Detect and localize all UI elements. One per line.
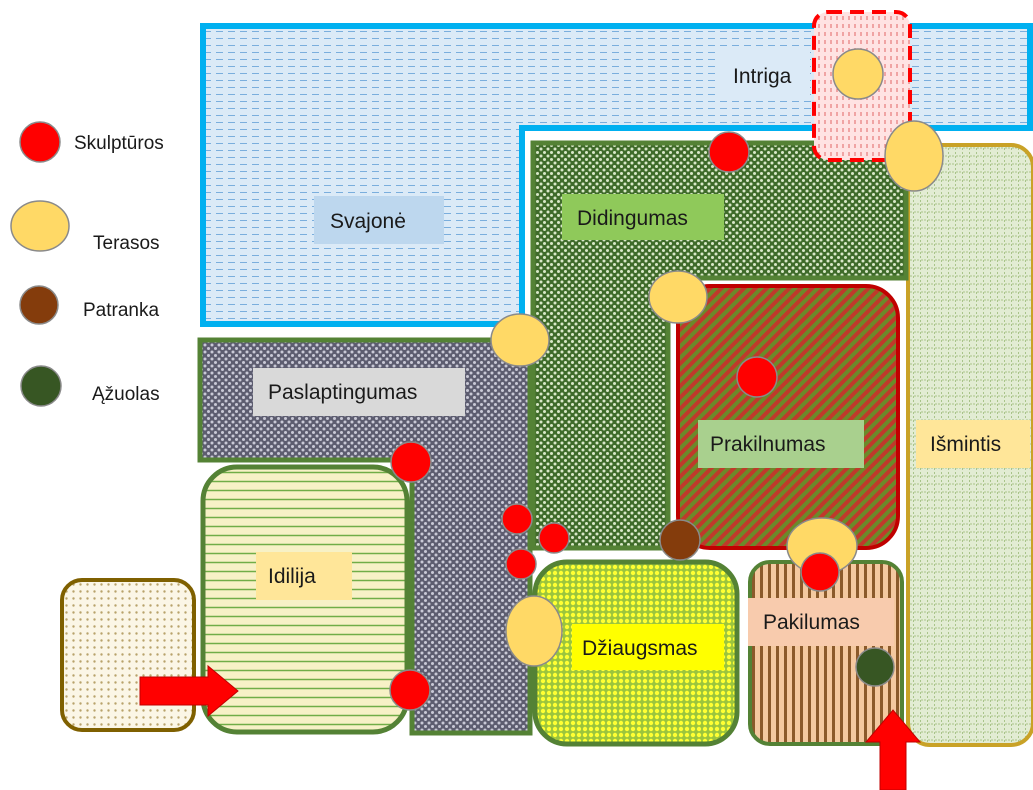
legend-terrace-icon [10,200,70,252]
sculpture-marker [736,356,778,398]
terrace-marker [505,595,563,667]
sculpture-marker [390,441,432,483]
label-ismintis-group: Išmintis [916,420,1030,468]
label-pakilumas-group: Pakilumas [748,598,894,646]
label-intriga: Intriga [733,65,792,88]
label-svajone-group: Svajonė [314,196,444,244]
terrace-marker [832,48,884,100]
label-intriga-group: Intriga [716,52,810,98]
sculpture-marker [800,552,840,592]
terrace-marker [490,313,550,367]
legend: Skulptūros Terasos Patranka Ąžuolas [10,121,164,407]
label-didingumas-group: Didingumas [562,194,724,240]
label-prakilnumas-group: Prakilnumas [698,420,864,468]
label-idilija: Idilija [268,565,316,588]
legend-cannon-icon [19,285,59,325]
label-svajone: Svajonė [330,210,406,233]
zone-prakilnumas [676,284,900,550]
label-didingumas: Didingumas [577,207,688,230]
oak-marker [855,647,895,687]
legend-oak-label: Ąžuolas [92,384,160,405]
legend-cannon-label: Patranka [83,300,159,321]
label-dziaugsmas-group: Džiaugsmas [572,624,724,670]
cannon-marker [659,519,701,561]
sculpture-marker [708,131,750,173]
label-idilija-group: Idilija [256,552,352,600]
label-prakilnumas: Prakilnumas [710,433,826,456]
terrace-marker [884,120,944,192]
legend-sculpture-icon [19,121,61,163]
label-dziaugsmas: Džiaugsmas [582,637,698,660]
label-paslaptingumas-group: Paslaptingumas [253,368,465,416]
entrance-arrow-right [139,664,239,718]
legend-sculptures-label: Skulptūros [74,133,164,154]
entrance-arrow-up [864,709,922,790]
sculpture-marker [389,669,431,711]
sculpture-marker [538,522,570,554]
terrace-marker [648,270,708,324]
legend-terraces-label: Terasos [93,233,160,254]
label-paslaptingumas: Paslaptingumas [268,381,417,404]
sculpture-marker [501,503,533,535]
label-pakilumas: Pakilumas [763,611,860,634]
sculpture-marker [505,548,537,580]
label-ismintis: Išmintis [930,433,1001,456]
zone-entrance-square [60,578,196,732]
legend-oak-icon [20,365,62,407]
